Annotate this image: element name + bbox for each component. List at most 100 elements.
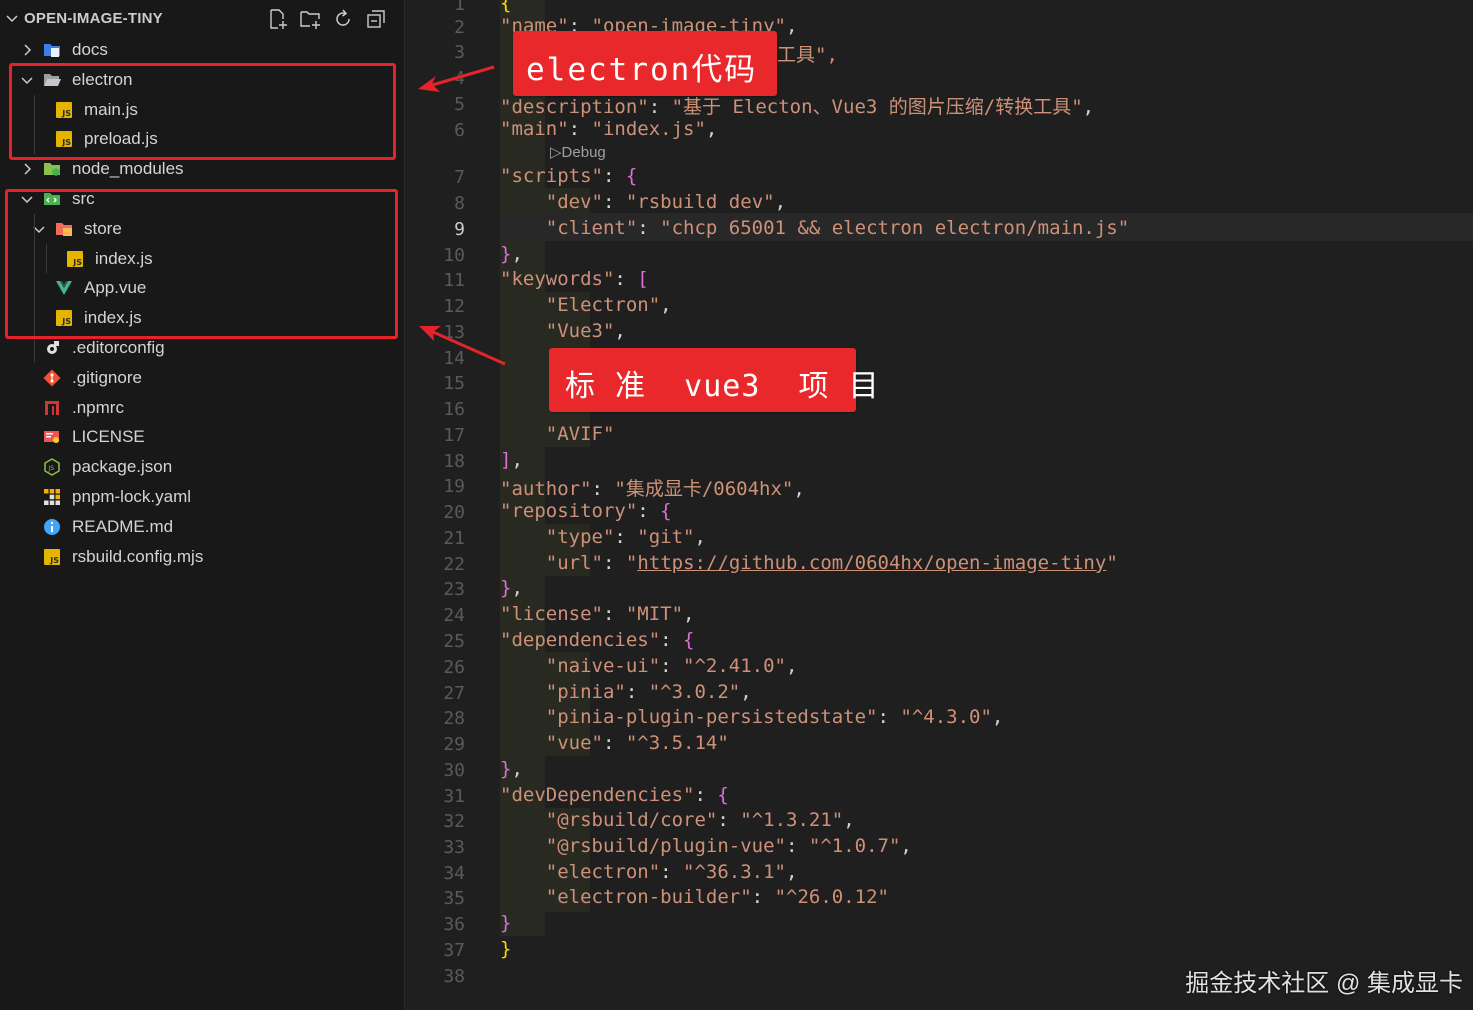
tree-file-readme-md[interactable]: README.md <box>0 512 404 542</box>
code-line[interactable]: }, <box>500 243 523 265</box>
code-token <box>500 217 546 239</box>
tree-folder-src[interactable]: src <box>0 184 404 214</box>
codelens-label: Debug <box>561 144 606 161</box>
chevron-down-icon[interactable] <box>32 222 46 236</box>
code-line[interactable]: "devDependencies": { <box>500 784 729 806</box>
code-line[interactable]: "keywords": [ <box>500 268 649 290</box>
line-number: 31 <box>443 786 465 807</box>
code-line[interactable]: "electron-builder": "^26.0.12" <box>500 886 889 908</box>
code-line[interactable]: "dev": "rsbuild dev", <box>500 191 786 213</box>
code-line[interactable]: "@rsbuild/plugin-vue": "^1.0.7", <box>500 835 912 857</box>
line-number: 19 <box>443 476 465 497</box>
js-file-icon: JS <box>66 250 84 268</box>
code-token: "@rsbuild/plugin-vue" <box>545 835 786 857</box>
chevron-right-icon[interactable] <box>20 162 34 176</box>
chevron-down-icon[interactable] <box>20 192 34 206</box>
code-token: , <box>774 191 787 213</box>
tree-item-label: rsbuild.config.mjs <box>72 546 204 566</box>
line-number: 16 <box>443 399 465 420</box>
license-icon <box>43 428 61 446</box>
line-number: 4 <box>454 68 465 89</box>
code-token: : <box>877 706 901 728</box>
code-line[interactable]: "description": "基于 Electon、Vue3 的图片压缩/转换… <box>500 92 1094 119</box>
line-number: 29 <box>443 734 465 755</box>
code-line[interactable]: { <box>500 0 511 14</box>
code-line[interactable]: "pinia": "^3.0.2", <box>500 681 752 703</box>
folder-store-icon <box>55 220 73 238</box>
code-token: "vue" <box>545 732 603 754</box>
code-token: "client" <box>545 217 638 239</box>
tree-item-label: .npmrc <box>72 397 124 417</box>
code-token: "url" <box>545 552 603 574</box>
code-line[interactable]: }, <box>500 758 523 780</box>
code-line[interactable]: } <box>500 912 511 934</box>
code-line[interactable]: "electron": "^36.3.1", <box>500 861 798 883</box>
tree-file-license[interactable]: LICENSE <box>0 422 404 452</box>
tree-file-pnpm-lock-yaml[interactable]: pnpm-lock.yaml <box>0 482 404 512</box>
explorer-header[interactable]: OPEN-IMAGE-TINY <box>0 0 404 38</box>
tree-folder-electron[interactable]: electron <box>0 65 404 95</box>
line-number: 1 <box>454 0 465 15</box>
code-line[interactable]: "type": "git", <box>500 526 706 548</box>
tree-file--gitignore[interactable]: .gitignore <box>0 363 404 393</box>
code-link[interactable]: https://github.com/0604hx/open-image-tin… <box>637 552 1107 574</box>
code-token: ] <box>500 449 512 471</box>
code-line[interactable]: "repository": { <box>500 500 672 522</box>
chevron-down-icon[interactable] <box>20 73 34 87</box>
code-line[interactable]: "@rsbuild/core": "^1.3.21", <box>500 809 855 831</box>
line-number: 37 <box>443 940 465 961</box>
tree-file--editorconfig[interactable]: .editorconfig <box>0 333 404 363</box>
code-token: [ <box>637 268 649 290</box>
chevron-right-icon[interactable] <box>20 43 34 57</box>
indent-guide-band <box>545 652 590 756</box>
code-line[interactable]: "license": "MIT", <box>500 603 695 625</box>
code-line[interactable]: "author": "集成显卡/0604hx", <box>500 474 805 501</box>
code-line[interactable]: "client": "chcp 65001 && electron electr… <box>500 217 1129 239</box>
tree-file-app-vue[interactable]: App.vue <box>0 273 404 303</box>
code-token: " <box>625 552 638 574</box>
code-token: : <box>602 552 626 574</box>
tree-file--npmrc[interactable]: .npmrc <box>0 393 404 423</box>
code-token <box>500 681 546 703</box>
code-line[interactable]: } <box>500 938 511 960</box>
tree-folder-store[interactable]: store <box>0 214 404 244</box>
code-line[interactable]: "Electron", <box>500 294 672 316</box>
code-line[interactable]: "AVIF" <box>500 423 615 445</box>
line-number: 12 <box>443 296 465 317</box>
chevron-down-icon[interactable] <box>5 12 19 26</box>
code-line[interactable]: "dependencies": { <box>500 629 695 651</box>
debug-codelens[interactable]: ▷Debug <box>550 143 606 161</box>
electron-annotation-box <box>9 63 396 160</box>
code-line[interactable]: "main": "index.js", <box>500 118 717 140</box>
code-line[interactable]: 工具", <box>777 40 838 67</box>
code-token: : <box>602 165 626 187</box>
code-line[interactable]: "Vue3", <box>500 320 626 342</box>
new-file-icon[interactable] <box>267 8 289 30</box>
tree-folder-docs[interactable]: docs <box>0 35 404 65</box>
code-line[interactable]: ], <box>500 449 523 471</box>
tree-folder-node-modules[interactable]: node_modules <box>0 154 404 184</box>
code-line[interactable]: "vue": "^3.5.14" <box>500 732 729 754</box>
new-folder-icon[interactable] <box>299 8 321 30</box>
code-line[interactable]: "scripts": { <box>500 165 637 187</box>
tree-item-label: preload.js <box>84 129 158 149</box>
code-line[interactable]: "url": "https://github.com/0604hx/open-i… <box>500 552 1118 574</box>
code-token: "pinia-plugin-persistedstate" <box>545 706 878 728</box>
current-line-highlight <box>500 213 1473 241</box>
code-line[interactable]: "naive-ui": "^2.41.0", <box>500 655 798 677</box>
collapse-all-icon[interactable] <box>365 8 387 30</box>
src-annotation-box <box>5 189 398 339</box>
code-token: "^2.41.0" <box>683 655 786 677</box>
code-token <box>500 294 546 316</box>
code-line[interactable]: "pinia-plugin-persistedstate": "^4.3.0", <box>500 706 1004 728</box>
refresh-icon[interactable] <box>332 8 354 30</box>
code-line[interactable]: }, <box>500 577 523 599</box>
code-token: } <box>500 243 512 265</box>
